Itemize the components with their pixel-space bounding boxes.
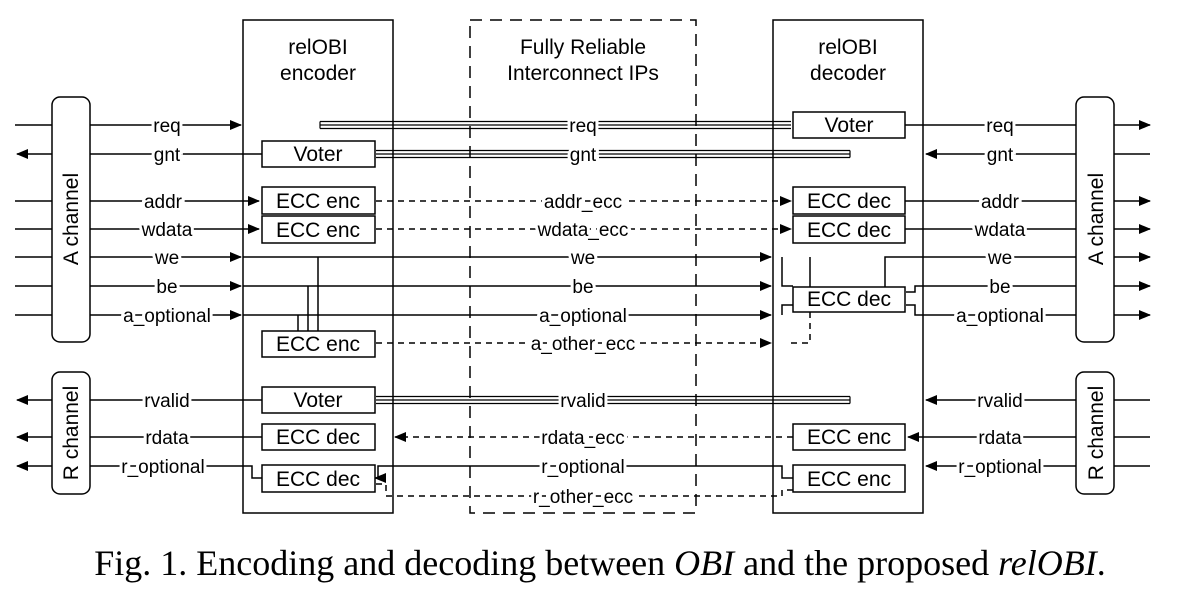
caption-suffix: . bbox=[1096, 543, 1106, 583]
left-label-rvalid: rvalid bbox=[144, 391, 189, 412]
encoder-rdata-ecc-dec-label: ECC dec bbox=[276, 426, 360, 449]
mid-label-req: req bbox=[569, 116, 596, 137]
left-label-wdata: wdata bbox=[141, 220, 193, 241]
decoder-req-voter bbox=[792, 111, 906, 139]
decoder-wdata-ecc-dec-label: ECC dec bbox=[807, 219, 891, 242]
interconnect-title-line1: Fully Reliable bbox=[520, 36, 646, 59]
right-signal-labels: req gnt addr wdata we be a_optional rval… bbox=[953, 113, 1047, 481]
r-channel-left-pill bbox=[51, 371, 91, 495]
decoder-title-line2: decoder bbox=[810, 62, 886, 85]
middle-solid-lines bbox=[243, 252, 925, 483]
middle-signal-labels: req gnt addr_ecc wdata_ecc we be a_optio… bbox=[528, 113, 639, 511]
mid-label-addr-ecc: addr_ecc bbox=[544, 192, 622, 213]
encoder-wdata-ecc-enc-label: ECC enc bbox=[276, 219, 360, 242]
encoder-rdata-ecc-dec bbox=[261, 423, 376, 451]
left-label-we: we bbox=[154, 248, 179, 269]
encoder-roptional-ecc-dec-label: ECC dec bbox=[276, 468, 360, 491]
interconnect-title-line2: Interconnect IPs bbox=[507, 62, 659, 85]
mid-label-wdata-ecc: wdata_ecc bbox=[537, 220, 629, 241]
r-channel-right-pill bbox=[1075, 371, 1115, 495]
left-signal-labels: req gnt addr wdata we be a_optional rval… bbox=[118, 113, 214, 481]
decoder-addr-ecc-dec bbox=[792, 186, 906, 215]
encoder-other-ecc-enc-label: ECC enc bbox=[276, 333, 360, 356]
decoder-wdata-ecc-dec bbox=[792, 215, 906, 244]
left-label-a-optional: a_optional bbox=[123, 306, 211, 327]
r-channel-left-label: R channel bbox=[60, 386, 83, 481]
encoder-wdata-ecc-enc bbox=[261, 215, 376, 244]
encoder-module bbox=[242, 19, 394, 514]
mid-label-rdata-ecc: rdata_ecc bbox=[541, 428, 624, 449]
encoder-gnt-voter-label: Voter bbox=[293, 143, 342, 166]
decoder-other-ecc-dec-label: ECC dec bbox=[807, 288, 891, 311]
decoder-other-ecc-dec bbox=[792, 286, 906, 313]
a-channel-left-pill bbox=[51, 96, 91, 343]
right-label-addr: addr bbox=[981, 192, 1020, 213]
caption-prefix: Fig. 1. Encoding and decoding between bbox=[94, 543, 675, 583]
right-label-a-optional: a_optional bbox=[956, 306, 1044, 327]
decoder-addr-ecc-dec-label: ECC dec bbox=[807, 190, 891, 213]
a-channel-right-label: A channel bbox=[1085, 173, 1108, 265]
obi-relobi-diagram: relOBI encoder Fully Reliable Interconne… bbox=[15, 19, 1151, 514]
encoder-addr-ecc-enc bbox=[261, 186, 376, 215]
right-label-rvalid: rvalid bbox=[977, 391, 1022, 412]
left-label-be: be bbox=[156, 277, 177, 298]
caption-obi: OBI bbox=[674, 543, 735, 583]
encoder-title-line2: encoder bbox=[280, 62, 356, 85]
left-label-gnt: gnt bbox=[154, 145, 181, 166]
caption-relobi: relOBI bbox=[998, 543, 1097, 583]
right-label-req: req bbox=[986, 116, 1013, 137]
left-label-r-optional: r_optional bbox=[121, 457, 204, 478]
encoder-other-ecc-enc bbox=[261, 330, 376, 358]
left-label-rdata: rdata bbox=[145, 428, 189, 449]
figure-caption: Fig. 1. Encoding and decoding between OB… bbox=[0, 542, 1200, 584]
left-label-addr: addr bbox=[144, 192, 183, 213]
interconnect-module bbox=[469, 19, 697, 514]
r-channel-right-label: R channel bbox=[1085, 386, 1108, 481]
left-label-req: req bbox=[153, 116, 180, 137]
decoder-rdata-ecc-enc bbox=[792, 423, 906, 451]
right-label-we: we bbox=[987, 248, 1012, 269]
encoder-roptional-ecc-dec bbox=[261, 464, 376, 493]
encoder-rvalid-voter bbox=[261, 386, 376, 414]
decoder-rdata-ecc-enc-label: ECC enc bbox=[807, 426, 891, 449]
caption-middle: and the proposed bbox=[734, 543, 999, 583]
a-channel-left-label: A channel bbox=[60, 173, 83, 265]
mid-label-a-other-ecc: a_other_ecc bbox=[531, 334, 636, 355]
dashed-ecc-lines bbox=[376, 196, 811, 497]
decoder-title-line1: relOBI bbox=[818, 36, 878, 59]
mid-label-gnt: gnt bbox=[570, 145, 597, 166]
right-label-r-optional: r_optional bbox=[958, 457, 1041, 478]
mid-label-r-other-ecc: r_other_ecc bbox=[533, 487, 633, 508]
mid-label-be: be bbox=[572, 277, 593, 298]
decoder-req-voter-label: Voter bbox=[824, 114, 873, 137]
encoder-gnt-voter bbox=[261, 140, 376, 168]
a-channel-right-pill bbox=[1075, 96, 1115, 343]
right-label-wdata: wdata bbox=[974, 220, 1026, 241]
decoder-roptional-ecc-enc-label: ECC enc bbox=[807, 468, 891, 491]
encoder-title-line1: relOBI bbox=[288, 36, 348, 59]
decoder-module bbox=[772, 19, 924, 514]
right-label-rdata: rdata bbox=[978, 428, 1022, 449]
mid-label-rvalid: rvalid bbox=[560, 391, 605, 412]
mid-label-we: we bbox=[570, 248, 595, 269]
mid-label-r-optional: r_optional bbox=[541, 457, 624, 478]
triple-lines bbox=[319, 120, 851, 405]
encoder-rvalid-voter-label: Voter bbox=[293, 389, 342, 412]
encoder-addr-ecc-enc-label: ECC enc bbox=[276, 190, 360, 213]
mid-label-a-optional: a_optional bbox=[539, 306, 627, 327]
right-label-gnt: gnt bbox=[987, 145, 1014, 166]
decoder-roptional-ecc-enc bbox=[792, 464, 906, 493]
right-label-be: be bbox=[989, 277, 1010, 298]
